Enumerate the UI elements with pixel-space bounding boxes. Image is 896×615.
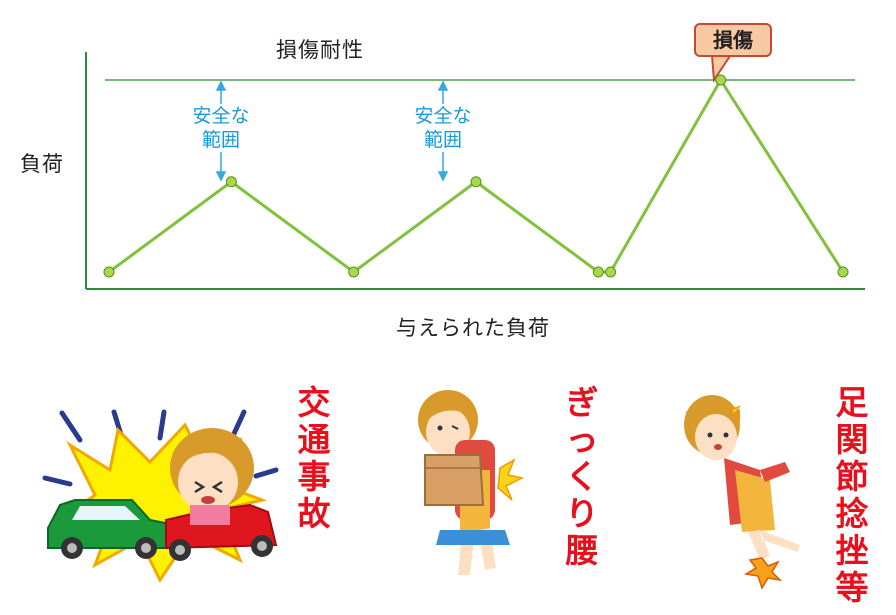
safe-range-line-2: 範囲 xyxy=(423,129,462,151)
x-axis-label: 与えられた負荷 xyxy=(396,316,550,340)
data-point-6 xyxy=(605,266,617,278)
load-series-points xyxy=(103,74,849,278)
injury-label-back-strain: ぎっくり腰 xyxy=(565,383,599,570)
damage-tolerance-label: 損傷耐性 xyxy=(276,38,364,62)
damage-callout: 損傷 xyxy=(694,23,772,57)
safe-range-label-1: 安全な 範囲 xyxy=(186,104,256,152)
data-point-5 xyxy=(592,266,604,278)
ankle-sprain-illustration xyxy=(684,395,800,590)
y-axis-label: 負荷 xyxy=(20,152,64,176)
car-crash-illustration xyxy=(42,409,279,583)
data-point-3 xyxy=(348,266,360,278)
data-point-8 xyxy=(837,266,849,278)
data-point-4 xyxy=(470,176,482,188)
safe-range-line-1: 安全な xyxy=(192,105,250,127)
injury-label-ankle-sprain: 足関節捻挫等 xyxy=(835,383,869,607)
data-point-1 xyxy=(103,266,115,278)
injury-label-traffic-accident: 交通事故 xyxy=(297,383,331,533)
safe-range-line-1: 安全な xyxy=(414,105,472,127)
data-point-7 xyxy=(715,74,727,86)
data-point-2 xyxy=(225,176,237,188)
safe-range-line-2: 範囲 xyxy=(201,129,240,151)
safe-range-label-2: 安全な 範囲 xyxy=(408,104,478,152)
load-series-line xyxy=(108,78,845,274)
back-pain-illustration xyxy=(418,390,525,575)
